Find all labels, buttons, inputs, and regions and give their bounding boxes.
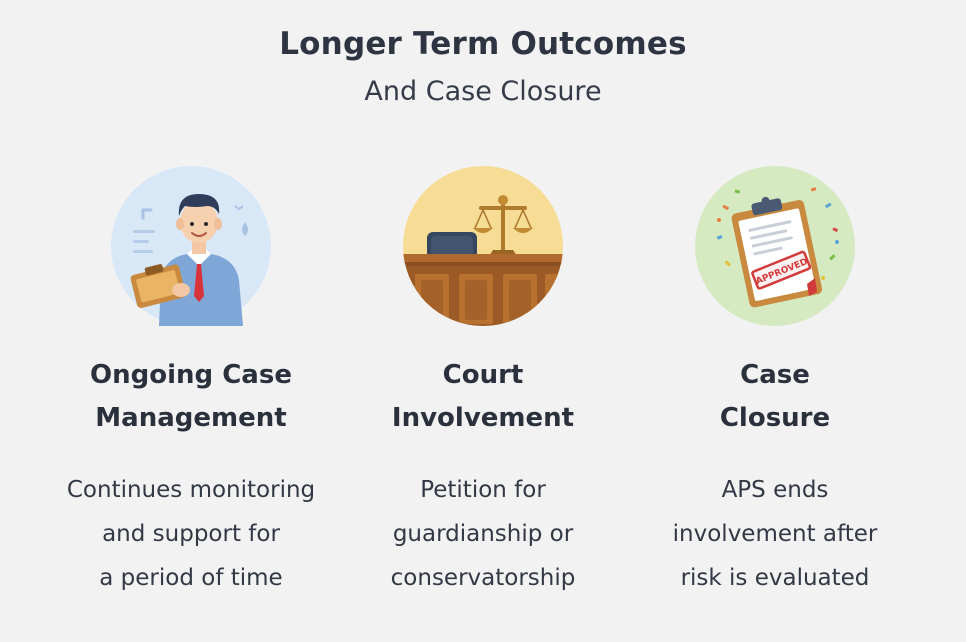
page-subtitle: And Case Closure [364,76,602,107]
courtroom-scales-icon [403,166,563,326]
caseworker-with-clipboard-icon [111,166,271,326]
outcome-description: Continues monitoring and support for a p… [66,477,316,591]
outcome-description: Petition for guardianship or conservator… [390,477,576,591]
outcome-court-involvement: Court Involvement Petition for guardians… [322,166,644,600]
outcome-title: Ongoing Case Management [90,360,292,433]
header: Longer Term Outcomes And Case Closure [0,22,966,110]
outcome-title: Court Involvement [391,360,575,433]
outcome-case-closure: APPROVED Case Closure APS ends involveme… [614,166,936,600]
page-title: Longer Term Outcomes [279,26,687,62]
outcome-ongoing-case-management: Ongoing Case Management Continues monito… [30,166,352,600]
outcome-description: APS ends involvement after risk is evalu… [672,477,878,591]
outcome-title: Case Closure [719,360,831,433]
approved-clipboard-icon: APPROVED [695,166,855,326]
